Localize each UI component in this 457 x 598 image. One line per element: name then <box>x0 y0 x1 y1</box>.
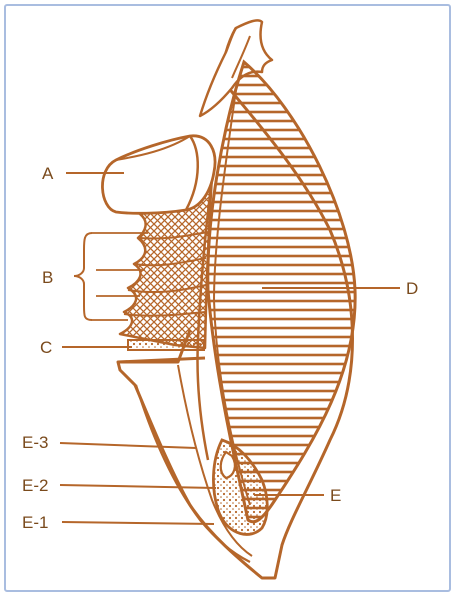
label-A: A <box>42 164 54 183</box>
label-E2: E-2 <box>22 476 48 495</box>
label-E: E <box>330 486 341 505</box>
leader-E2 <box>60 485 216 488</box>
leader-E1 <box>62 522 214 524</box>
leader-E3 <box>60 443 196 448</box>
brace-B <box>74 233 92 320</box>
label-E3: E-3 <box>22 433 48 452</box>
layer-C <box>128 340 204 350</box>
label-B: B <box>42 268 53 287</box>
label-D: D <box>406 279 418 298</box>
embryo-E2 <box>221 452 235 478</box>
label-C: C <box>40 338 52 357</box>
label-E1: E-1 <box>22 513 48 532</box>
layer-C-bottom <box>118 358 205 362</box>
